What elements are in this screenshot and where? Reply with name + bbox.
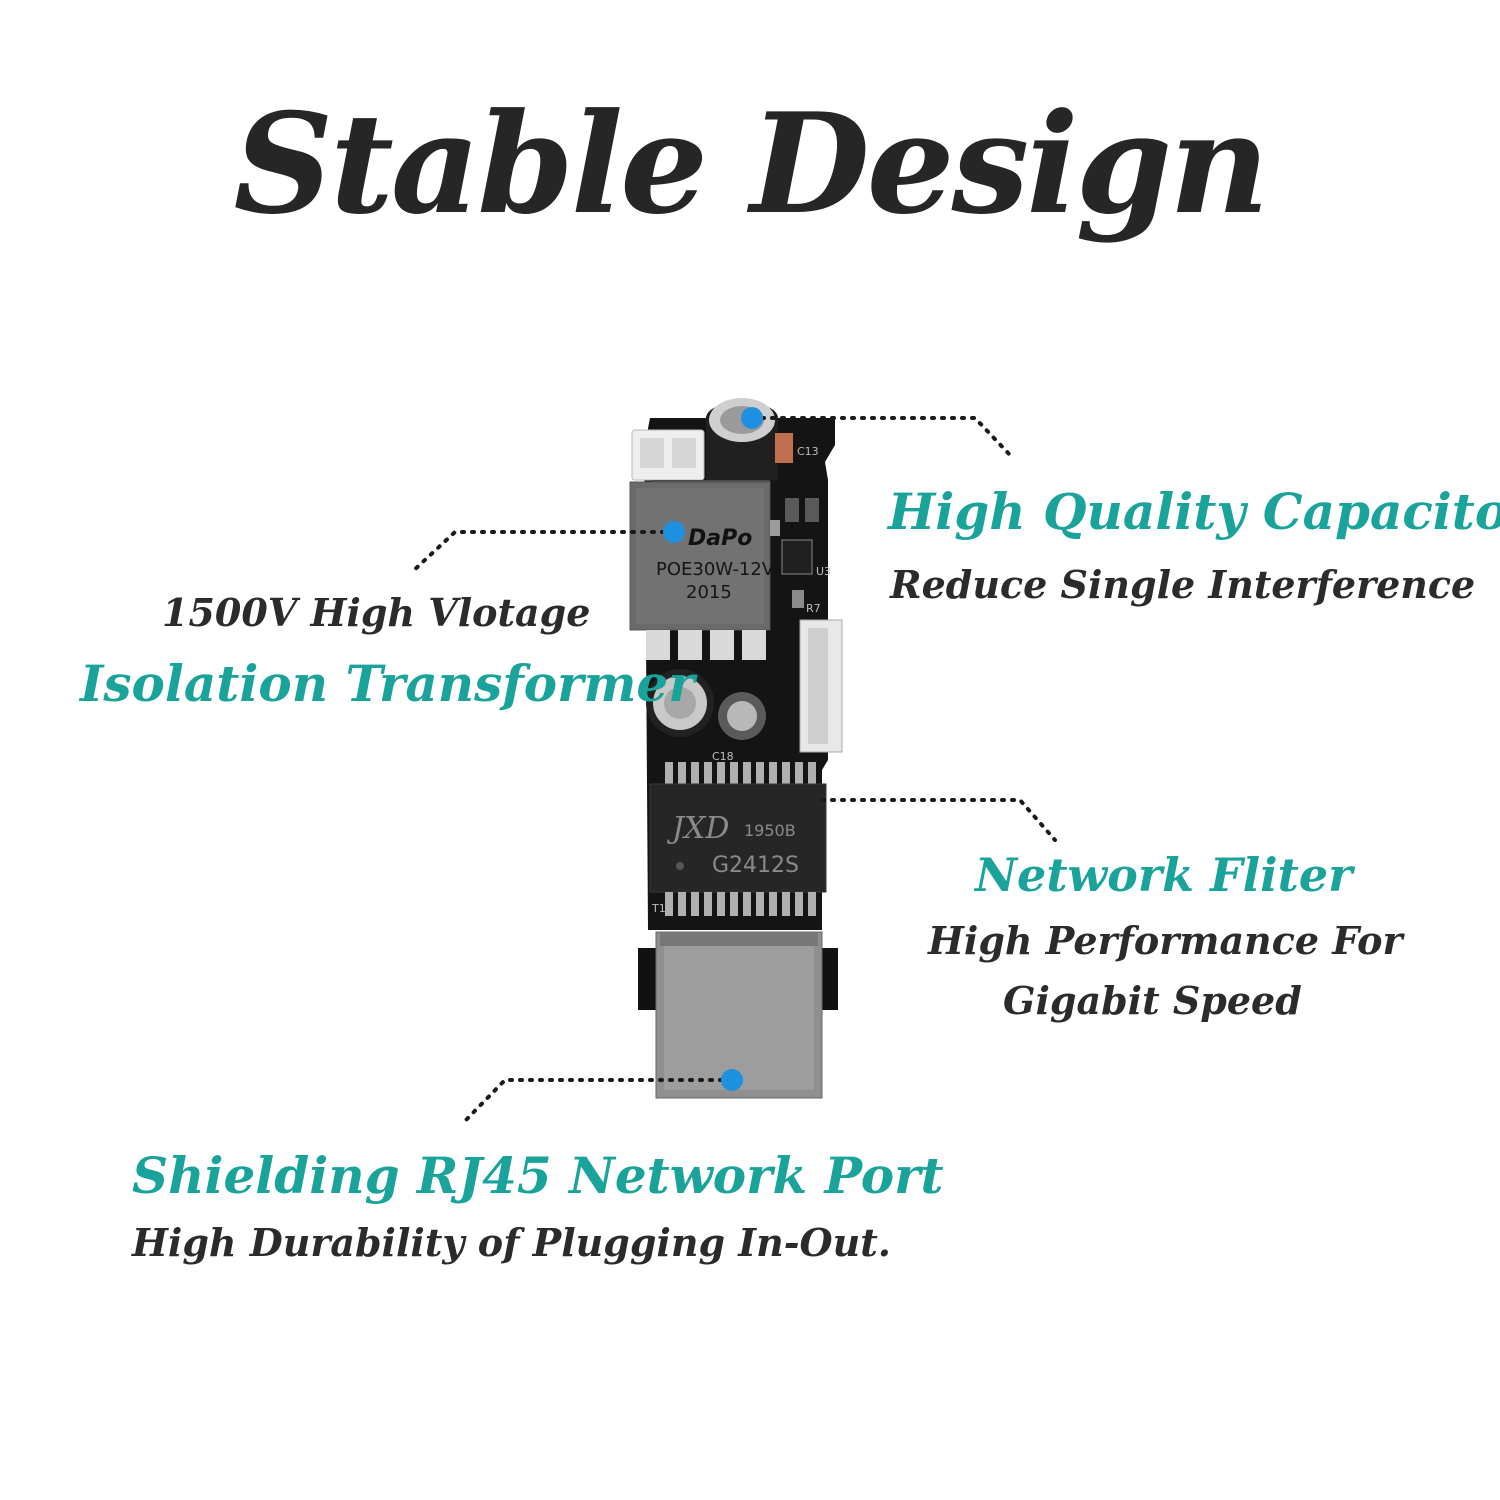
filter-subtitle-line1: High Performance For xyxy=(928,918,1403,963)
transformer-brand: DaPo xyxy=(688,526,752,551)
network-filter-chip: JXD 1950B G2412S xyxy=(649,783,827,893)
smd-components xyxy=(770,498,819,608)
filter-brand: JXD xyxy=(666,811,729,846)
isolation-transformer: DaPo POE30W-12V 2015 xyxy=(629,480,775,660)
silkscreen-t1: T1 xyxy=(651,902,666,915)
capacitor-heading: High Quality Capacitor xyxy=(888,482,1500,541)
silkscreen-r7: R7 xyxy=(806,602,821,615)
filter-model: G2412S xyxy=(712,853,799,878)
page-title: Stable Design xyxy=(233,82,1270,245)
white-connector-side xyxy=(799,619,843,753)
filter-pins-bottom xyxy=(665,892,816,916)
silkscreen-c18: C18 xyxy=(712,750,734,763)
port-heading: Shielding RJ45 Network Port xyxy=(132,1146,944,1205)
capacitor-subtitle: Reduce Single Interference xyxy=(890,562,1476,607)
port-subtitle: High Durability of Plugging In-Out. xyxy=(132,1220,891,1265)
filter-subtitle-line2: Gigabit Speed xyxy=(1003,978,1302,1023)
transformer-subtitle: 1500V High Vlotage xyxy=(162,590,591,635)
transformer-model: POE30W-12V xyxy=(656,559,775,580)
filter-heading: Network Fliter xyxy=(975,848,1353,902)
transformer-heading: Isolation Transformer xyxy=(80,654,695,713)
rj45-port xyxy=(638,931,838,1099)
filter-pins-top xyxy=(665,762,816,786)
white-connector-top xyxy=(631,429,705,481)
silkscreen-u3: U3 xyxy=(816,565,831,578)
mounting-hole xyxy=(718,692,766,740)
filter-code: 1950B xyxy=(744,821,796,840)
silkscreen-c13: C13 xyxy=(797,445,819,458)
capacitor-bottom xyxy=(646,669,714,737)
transformer-code: 2015 xyxy=(686,582,732,603)
